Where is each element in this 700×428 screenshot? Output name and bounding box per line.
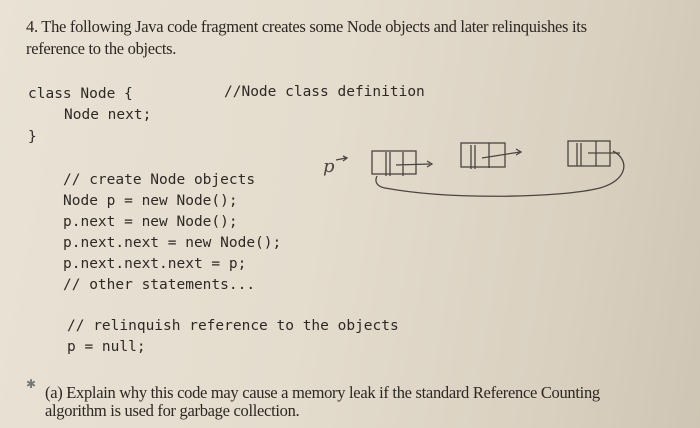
question-text-line2: reference to the objects.: [26, 39, 177, 58]
code-close-brace: }: [28, 129, 37, 145]
code-line: Node p = new Node();: [63, 193, 238, 209]
code-line: p = null;: [67, 339, 146, 355]
part-a-line1: (a) Explain why this code may cause a me…: [45, 383, 600, 402]
code-line: // create Node objects: [63, 172, 256, 188]
code-line: p.next = new Node();: [63, 214, 238, 230]
code-class-decl: class Node {: [28, 86, 133, 102]
node-box-1: [371, 150, 417, 175]
cycle-arrow: [375, 150, 625, 197]
code-line: p.next.next.next = p;: [63, 256, 247, 272]
code-field: Node next;: [64, 107, 152, 123]
code-line: // relinquish reference to the objects: [67, 318, 399, 334]
star-mark-icon: ✱: [26, 377, 37, 391]
code-line: p.next.next = new Node();: [63, 235, 282, 251]
code-line: // other statements...: [63, 277, 256, 293]
pointer-label: p: [323, 156, 335, 177]
part-a-line2: algorithm is used for garbage collection…: [45, 401, 300, 420]
code-class-comment: //Node class definition: [224, 84, 425, 100]
question-text-line1: 4. The following Java code fragment crea…: [26, 17, 587, 36]
